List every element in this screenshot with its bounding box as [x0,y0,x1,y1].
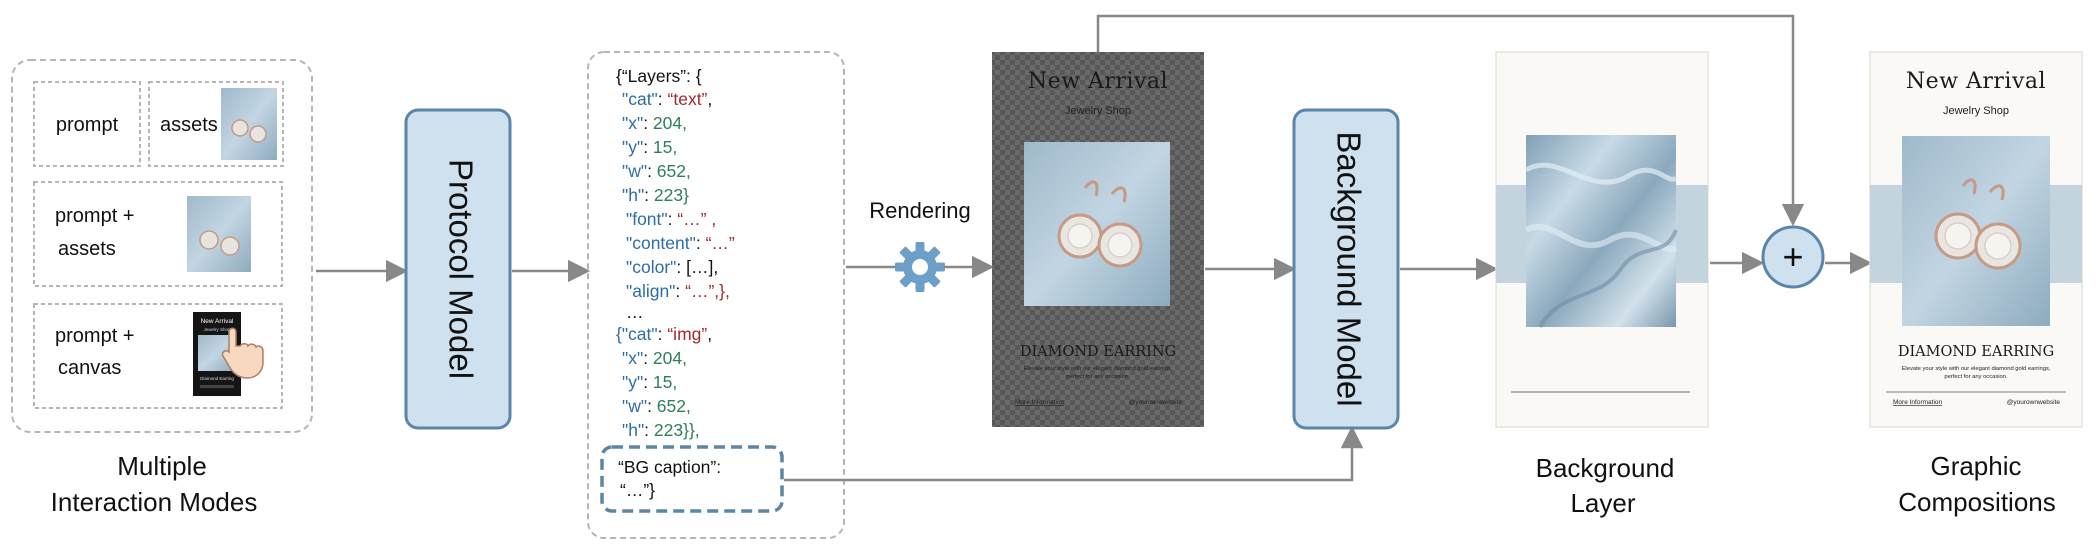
background-model-label: Background Model [1330,131,1367,406]
protocol-model-block: Protocol Model [404,108,512,430]
prompt-assets-label-1: prompt + [55,205,134,227]
prompt-canvas-label-2: canvas [58,357,121,379]
background-layer-caption-1: Background [1536,453,1675,483]
json-text-font: "font": “…” , [626,209,716,229]
bg-caption-box [600,445,784,513]
rendered-poster-title: New Arrival [1028,69,1168,94]
json-img-cat: {"cat": “img”, [616,324,712,344]
interaction-modes-caption-1: Multiple [117,451,207,481]
json-img-h: "h": 223}}, [622,420,700,440]
canvas-thumb-footer: Diamond Earring [200,376,234,381]
composition-caption-1: Graphic [1930,451,2021,481]
background-model-block: Background Model [1292,108,1400,430]
rendered-poster-footer-right: @yourownwebsite [1129,399,1183,406]
prompt-canvas-mode-box [33,303,283,409]
rendered-poster-photo [1024,142,1170,306]
graphic-composition-poster: New Arrival Jewelry Shop DIAMOND EARRING… [1869,51,2083,517]
composition-footer-right: @yourownwebsite [2007,399,2061,406]
json-text-align: "align": “…”,}, [626,281,730,301]
prompt-mode-label: prompt [56,114,119,136]
assets-mode-label: assets [160,114,218,136]
composition-photo [1902,136,2050,326]
json-img-y: "y": 15, [622,372,677,392]
background-layer-caption-2: Layer [1570,488,1635,518]
rendered-poster-desc-1: Elevate your style with our elegant diam… [1024,366,1173,372]
assets-mode-box [148,81,284,167]
composition-desc-2: perfect for any occasion. [1944,374,2008,380]
prompt-mode-box [33,81,141,167]
silk-image [1524,135,1678,328]
json-header: {“Layers”: { [616,66,702,86]
prompt-assets-mode-box [33,181,283,287]
json-protocol-panel: {“Layers”: { "cat": “text”, "x": 204, "y… [587,51,845,539]
canvas-thumb-title: New Arrival [201,318,234,325]
canvas-thumb-subtitle: Jewelry Shop [203,327,231,332]
json-img-x: "x": 204, [622,348,687,368]
asset-thumbnail-small [221,88,277,160]
composer-plus-icon: + [1761,225,1825,289]
rendered-poster-footer-left: More Information [1015,399,1065,406]
bg-caption-line-1: “BG caption”: [618,457,721,477]
json-text-color: "color": […], [626,257,718,277]
composition-desc-1: Elevate your style with our elegant diam… [1902,366,2051,372]
rendered-poster: New Arrival Jewelry Shop DIAMOND EARRING… [992,52,1204,427]
json-text-content: "content": “…” [626,233,735,253]
rendered-poster-subtitle: Jewelry Shop [1065,105,1131,117]
asset-thumbnail [187,196,251,272]
json-text-y: "y": 15, [622,137,677,157]
interaction-modes-caption-2: Interaction Modes [51,487,258,517]
composition-product: DIAMOND EARRING [1898,344,2054,360]
hand-pointer-icon [221,327,264,379]
json-text-cat: "cat": “text”, [622,89,712,109]
rendering-label: Rendering [869,198,971,223]
composer-symbol: + [1782,236,1803,277]
json-text-h: "h": 223} [622,185,689,205]
json-ellipsis: … [626,302,644,322]
arrow-poster-to-composer [1096,14,1805,227]
prompt-canvas-label-1: prompt + [55,325,134,347]
composition-caption-2: Compositions [1898,487,2056,517]
arrow-bgcaption-to-background-model [784,425,1364,482]
composition-title: New Arrival [1906,69,2046,94]
prompt-assets-label-2: assets [58,238,116,260]
rendered-poster-desc-2: perfect for any occasion. [1066,374,1130,380]
json-img-w: "w": 652, [622,396,691,416]
json-text-x: "x": 204, [622,113,687,133]
background-layer-panel: Background Layer [1495,51,1709,518]
protocol-model-label: Protocol Model [442,159,479,379]
rendered-poster-product: DIAMOND EARRING [1020,344,1176,360]
interaction-modes-panel: prompt assets prompt + assets prompt + c… [11,59,313,517]
composition-footer-left: More Information [1893,399,1943,406]
bg-caption-line-2: “…”} [620,480,655,500]
composition-subtitle: Jewelry Shop [1943,105,2009,117]
gear-icon [895,242,945,292]
json-text-w: "w": 652, [622,161,691,181]
